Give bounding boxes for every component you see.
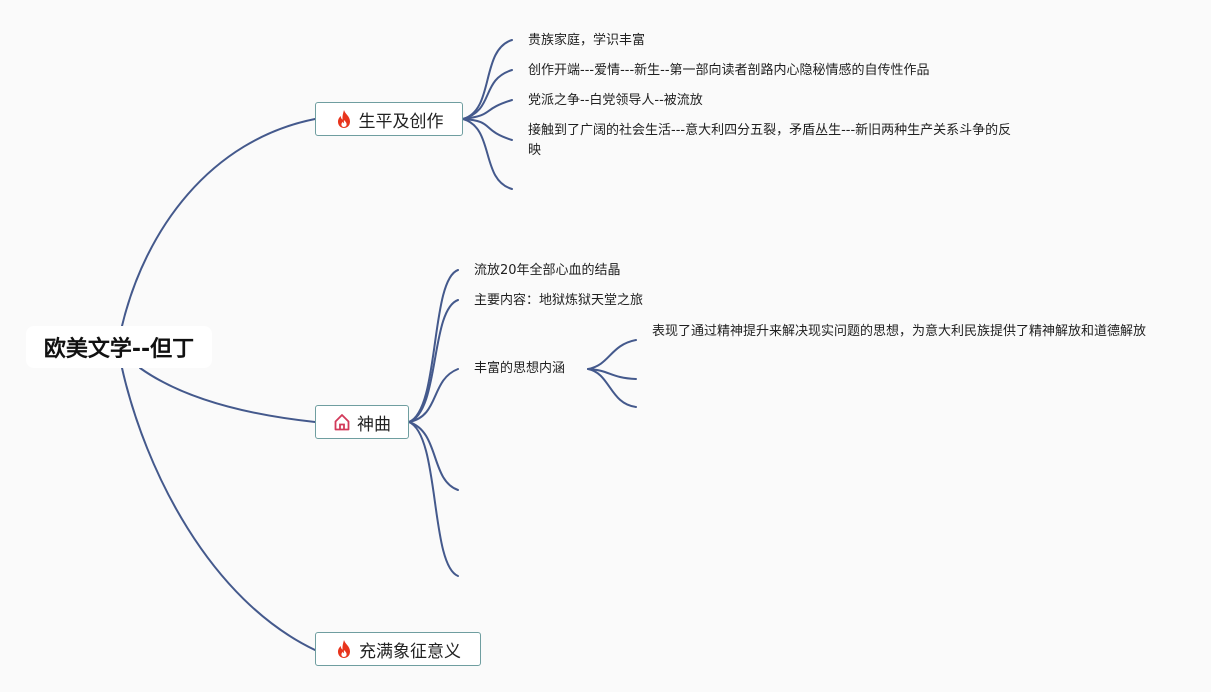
link-b2c3-s1: [587, 339, 637, 370]
link-root-branch-1: [121, 118, 316, 327]
link-b1-c1: [462, 39, 513, 120]
root-topic[interactable]: 欧美文学--但丁: [26, 326, 212, 368]
leaf-b1-2[interactable]: 创作开端---爱情---新生--第一部向读者剖路内心隐秘情感的自传性作品: [528, 63, 930, 78]
fire-icon: [335, 639, 353, 659]
leaf-b1-3[interactable]: 党派之争--白党领导人--被流放: [528, 93, 703, 108]
link-b2-c4: [408, 421, 459, 491]
link-b2-c2: [408, 299, 459, 423]
link-b1-c3: [462, 99, 513, 120]
link-b2-c3: [408, 368, 459, 423]
fire-icon: [335, 109, 353, 129]
branch-life-and-works[interactable]: 生平及创作: [315, 102, 463, 136]
link-b2-c1: [408, 269, 459, 423]
leaf-b2-1[interactable]: 流放20年全部心血的结晶: [474, 263, 621, 278]
branch-label: 充满象征意义: [359, 641, 461, 662]
leaf-b2-2[interactable]: 主要内容：地狱炼狱天堂之旅: [474, 293, 644, 308]
link-b2-c5: [408, 421, 459, 577]
link-root-branch-3: [121, 367, 316, 651]
home-icon: [333, 412, 351, 432]
branch-symbolism[interactable]: 充满象征意义: [315, 632, 481, 666]
branch-label: 神曲: [357, 414, 391, 435]
link-b1-c4: [462, 118, 513, 141]
link-b1-c5: [462, 118, 513, 190]
link-b2c3-s3: [587, 368, 637, 408]
leaf-b1-1[interactable]: 贵族家庭，学识丰富: [528, 33, 646, 48]
branch-label: 生平及创作: [358, 111, 444, 132]
leaf-b2-3[interactable]: 丰富的思想内涵: [474, 361, 566, 376]
root-topic-label: 欧美文学--但丁: [43, 337, 195, 362]
link-b1-c2: [462, 69, 513, 120]
leaf-b2c3-1[interactable]: 表现了通过精神提升来解决现实问题的思想，为意大利民族提供了精神解放和道德解放: [652, 324, 1147, 339]
branch-divine-comedy[interactable]: 神曲: [315, 405, 409, 439]
link-root-branch-2: [139, 367, 316, 423]
leaf-b1-4[interactable]: 接触到了广阔的社会生活---意大利四分五裂，矛盾丛生---新旧两种生产关系斗争的…: [528, 123, 1012, 158]
